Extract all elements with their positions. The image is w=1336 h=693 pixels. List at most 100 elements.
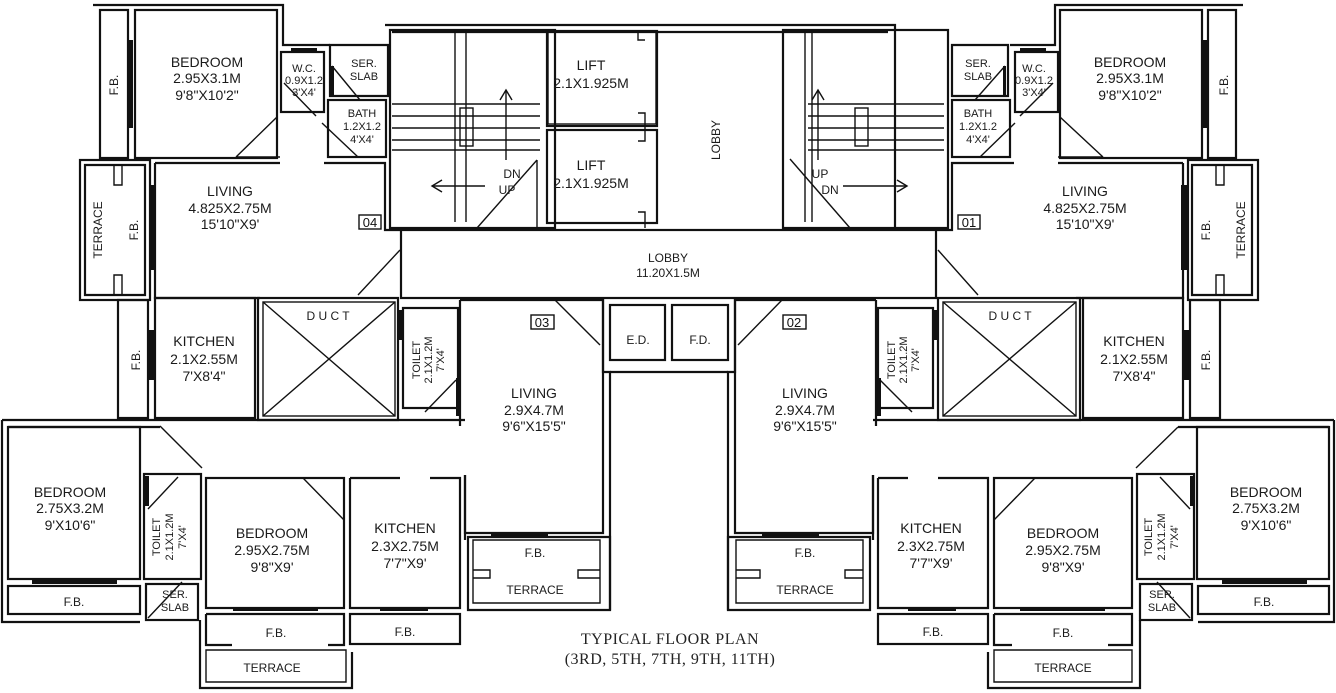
svg-text:9'6"X15'5": 9'6"X15'5" (502, 418, 566, 434)
svg-text:F.B.: F.B. (923, 625, 944, 639)
svg-text:TERRACE: TERRACE (91, 201, 105, 258)
svg-text:11.20X1.5M: 11.20X1.5M (636, 266, 700, 280)
svg-text:TYPICAL FLOOR PLAN: TYPICAL FLOOR PLAN (581, 631, 759, 648)
svg-text:2.1X2.55M: 2.1X2.55M (1100, 351, 1168, 367)
svg-text:2.1X1.2M: 2.1X1.2M (1156, 513, 1168, 560)
svg-text:F.B.: F.B. (64, 595, 85, 609)
svg-text:BATH: BATH (964, 108, 993, 120)
svg-text:2.1X1.2M: 2.1X1.2M (898, 336, 910, 383)
svg-text:9'X10'6": 9'X10'6" (1241, 517, 1292, 533)
svg-text:TOILET: TOILET (1143, 518, 1155, 557)
unit-02: TOILET 2.1X1.2M 7'X4' 02 LIVING 2.9X4.7M… (726, 298, 1336, 690)
svg-text:SER.: SER. (162, 589, 188, 601)
lift-2 (545, 128, 659, 225)
svg-text:0.9X1.2: 0.9X1.2 (285, 75, 323, 87)
svg-text:LIVING: LIVING (1062, 183, 1108, 199)
svg-text:2.95X2.75M: 2.95X2.75M (1025, 542, 1101, 558)
svg-text:SLAB: SLAB (350, 71, 378, 83)
svg-text:7'7"X9': 7'7"X9' (383, 555, 426, 571)
svg-text:2.1X2.55M: 2.1X2.55M (170, 351, 238, 367)
svg-text:KITCHEN: KITCHEN (900, 520, 961, 536)
lift-1 (545, 29, 659, 128)
svg-text:4'X4': 4'X4' (966, 134, 990, 146)
svg-text:02: 02 (787, 315, 801, 330)
svg-text:2.3X2.75M: 2.3X2.75M (897, 538, 965, 554)
svg-text:7'7"X9': 7'7"X9' (909, 555, 952, 571)
svg-text:9'6"X15'5": 9'6"X15'5" (773, 418, 837, 434)
svg-text:7'X4': 7'X4' (1169, 525, 1181, 549)
svg-text:1.2X1.2: 1.2X1.2 (343, 121, 381, 133)
svg-text:UP: UP (812, 167, 829, 181)
svg-text:TERRACE: TERRACE (1034, 661, 1091, 675)
svg-text:F.B.: F.B. (127, 220, 141, 241)
svg-text:LOBBY: LOBBY (709, 120, 723, 160)
svg-text:2.1X1.2M: 2.1X1.2M (423, 336, 435, 383)
svg-text:7'X8'4": 7'X8'4" (1112, 368, 1155, 384)
unit-03: TOILET 2.1X1.2M 7'X4' 03 LIVING 2.9X4.7M… (0, 298, 612, 690)
svg-text:9'8"X9': 9'8"X9' (1041, 559, 1084, 575)
svg-text:4.825X2.75M: 4.825X2.75M (188, 200, 271, 216)
svg-text:KITCHEN: KITCHEN (374, 520, 435, 536)
svg-text:W.C.: W.C. (1022, 63, 1046, 75)
svg-text:15'10"X9': 15'10"X9' (1056, 216, 1115, 232)
svg-text:F.D.: F.D. (689, 333, 710, 347)
main-lobby (399, 228, 938, 300)
svg-text:F.B.: F.B. (1053, 626, 1074, 640)
svg-text:TOILET: TOILET (411, 341, 423, 380)
svg-text:D U C T: D U C T (988, 309, 1032, 323)
svg-text:TERRACE: TERRACE (776, 583, 833, 597)
svg-text:1.2X1.2: 1.2X1.2 (959, 121, 997, 133)
svg-text:2.3X2.75M: 2.3X2.75M (371, 538, 439, 554)
svg-text:2.9X4.7M: 2.9X4.7M (775, 402, 835, 418)
plan-title: TYPICAL FLOOR PLAN (3RD, 5TH, 7TH, 9TH, … (565, 631, 776, 668)
right-stair (781, 28, 950, 230)
svg-text:F.B.: F.B. (1199, 350, 1213, 371)
svg-text:TERRACE: TERRACE (1234, 201, 1248, 258)
svg-text:LIVING: LIVING (207, 183, 253, 199)
svg-text:2.95X3.1M: 2.95X3.1M (1096, 70, 1164, 86)
unit-tag-02 (782, 314, 807, 330)
svg-text:LIVING: LIVING (782, 385, 828, 401)
svg-text:W.C.: W.C. (292, 63, 316, 75)
svg-text:BATH: BATH (348, 108, 377, 120)
svg-text:D U C T: D U C T (306, 309, 350, 323)
svg-text:SLAB: SLAB (1148, 602, 1176, 614)
svg-text:2.1X1.925M: 2.1X1.925M (553, 175, 629, 191)
svg-text:TERRACE: TERRACE (506, 583, 563, 597)
svg-text:SLAB: SLAB (161, 602, 189, 614)
unit-tag-01 (957, 214, 981, 230)
core-block: DN UP LIFT 2.1X1.925M LIFT 2.1X1.925M LO… (385, 23, 950, 610)
svg-text:4'X4': 4'X4' (350, 134, 374, 146)
svg-text:LOBBY: LOBBY (648, 251, 688, 265)
svg-text:BEDROOM: BEDROOM (171, 54, 243, 70)
svg-text:9'8"X10'2": 9'8"X10'2" (1098, 87, 1162, 103)
svg-text:BEDROOM: BEDROOM (1230, 484, 1302, 500)
svg-text:7'X4': 7'X4' (177, 525, 189, 549)
svg-text:DN: DN (503, 167, 520, 181)
svg-text:4.825X2.75M: 4.825X2.75M (1043, 200, 1126, 216)
svg-text:F.B.: F.B. (266, 626, 287, 640)
svg-text:TERRACE: TERRACE (243, 661, 300, 675)
svg-text:SER.: SER. (1149, 589, 1175, 601)
bedroom-04 (133, 8, 279, 160)
svg-text:9'X10'6": 9'X10'6" (45, 517, 96, 533)
svg-text:F.B.: F.B. (1217, 75, 1231, 96)
svg-text:9'8"X9': 9'8"X9' (250, 559, 293, 575)
svg-text:SER.: SER. (965, 58, 991, 70)
bedroom-01 (1058, 8, 1204, 160)
svg-text:(3RD, 5TH, 7TH, 9TH, 11TH): (3RD, 5TH, 7TH, 9TH, 11TH) (565, 651, 776, 668)
svg-text:BEDROOM: BEDROOM (34, 484, 106, 500)
svg-text:DN: DN (821, 183, 838, 197)
svg-text:2.75X3.2M: 2.75X3.2M (1232, 500, 1300, 516)
svg-text:F.B.: F.B. (795, 546, 816, 560)
svg-text:F.B.: F.B. (395, 625, 416, 639)
electric-duct (608, 303, 667, 362)
svg-text:TOILET: TOILET (886, 341, 898, 380)
svg-text:F.B.: F.B. (1199, 220, 1213, 241)
fire-duct (670, 303, 730, 362)
unit-04: F.B. BEDROOM 2.95X3.1M 9'8"X10'2" W.C. 0… (78, 3, 401, 422)
svg-text:TOILET: TOILET (151, 518, 163, 557)
svg-text:2.95X2.75M: 2.95X2.75M (234, 542, 310, 558)
svg-text:KITCHEN: KITCHEN (173, 333, 234, 349)
